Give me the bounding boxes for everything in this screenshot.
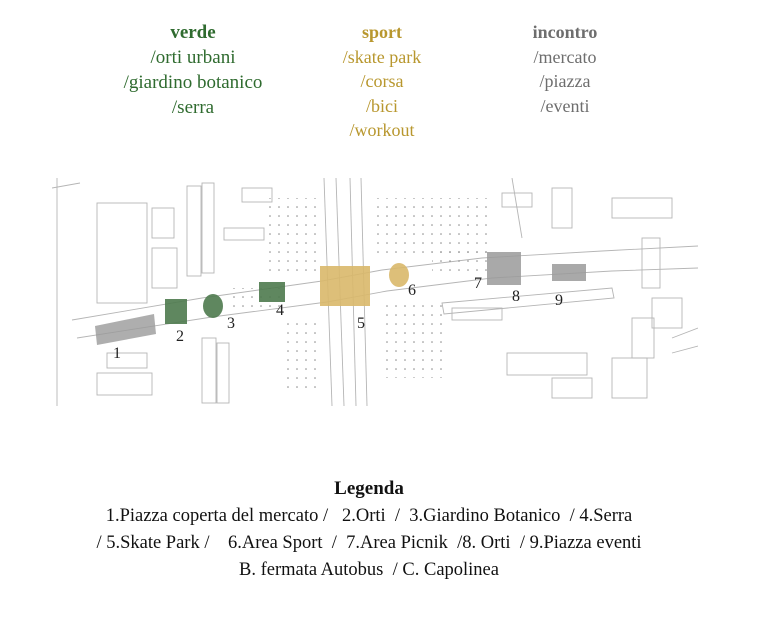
category-title: sport — [362, 22, 402, 42]
map-zones — [95, 252, 586, 345]
category-item: /workout — [349, 120, 415, 140]
category-item: /corsa — [360, 71, 404, 91]
marker-label: 1 — [113, 345, 121, 362]
zone-3-giardino — [203, 294, 223, 318]
marker-label: 9 — [555, 292, 563, 309]
category-item: /piazza — [539, 71, 591, 91]
marker-label: 7 — [474, 275, 482, 292]
zone-4-serra — [259, 282, 285, 302]
marker-label: 2 — [176, 328, 184, 345]
category-item: /orti urbani — [150, 47, 236, 68]
marker-label: 3 — [227, 315, 235, 332]
zone-2-orti — [165, 299, 187, 324]
marker-label: 8 — [512, 288, 520, 305]
category-item: /mercato — [533, 46, 597, 67]
category-item: /eventi — [540, 95, 590, 116]
category-sport: sport /skate park /corsa /bici /workout — [320, 20, 444, 143]
zone-5-skate-park — [320, 266, 370, 306]
marker-label: 4 — [276, 302, 284, 319]
zone-6-area-sport — [389, 263, 409, 287]
marker-label: 5 — [357, 315, 365, 332]
site-map: 1 2 3 4 5 6 7 8 9 — [52, 178, 698, 406]
map-dotted-areas — [232, 198, 492, 388]
category-incontro: incontro /mercato /piazza /eventi — [500, 20, 630, 118]
legend-line: 1.Piazza coperta del mercato / 2.Orti / … — [105, 506, 633, 526]
legend-title: Legenda — [334, 478, 404, 499]
zone-9-piazza-eventi — [552, 264, 586, 281]
category-item: /serra — [171, 97, 215, 118]
legend-line: / 5.Skate Park / 6.Area Sport / 7.Area P… — [96, 533, 642, 553]
category-verde: verde /orti urbani /giardino botanico /s… — [100, 20, 286, 120]
legend-line: B. fermata Autobus / C. Capolinea — [239, 560, 499, 580]
category-item: /giardino botanico — [123, 72, 263, 93]
category-title: incontro — [532, 22, 598, 42]
map-labels: 1 2 3 4 5 6 7 8 9 — [113, 275, 563, 362]
category-item: /skate park — [342, 46, 422, 67]
category-item: /bici — [366, 95, 398, 116]
category-title: verde — [170, 22, 216, 43]
zone-1-mercato — [95, 314, 156, 345]
zone-7-8-picnik-orti — [487, 252, 521, 285]
marker-label: 6 — [408, 282, 416, 299]
